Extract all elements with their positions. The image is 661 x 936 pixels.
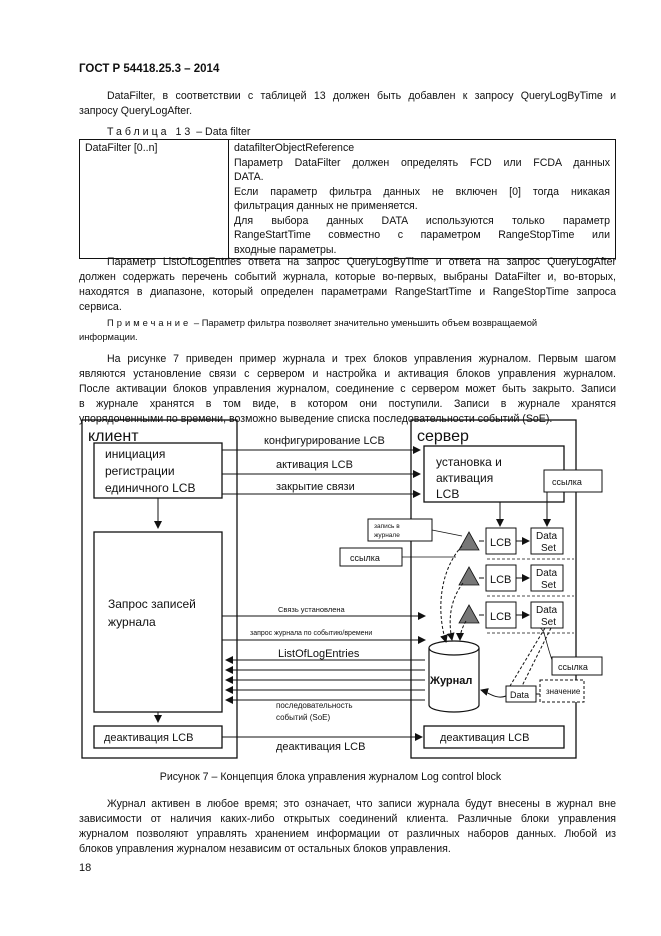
journal-cylinder-body [428, 648, 480, 713]
setup-box-line-3: LCB [436, 487, 459, 501]
dataset-1-line-1: Data [536, 531, 558, 542]
client-deactivate-label: деактивация LCB [104, 732, 193, 744]
reference-label-1: ссылка [552, 477, 582, 487]
activate-lcb-label: активация LCB [276, 459, 353, 471]
client-frame [81, 419, 238, 759]
soe-label-line-1: последовательность [276, 701, 353, 710]
para1-line-4: сервиса. [79, 301, 122, 313]
table-cell-name: DataFilter [0..n] [79, 139, 229, 259]
para3-line-2: зависимости от наличия каких-либо открыт… [79, 813, 616, 825]
journal-cylinder-top [428, 640, 480, 656]
document-header: ГОСТ Р 54418.25.3 – 2014 [79, 63, 220, 75]
para2-line-2: являются установление связи с сервером и… [79, 368, 616, 380]
para2-line-4: в журнале хранятся в том виде, в котором… [79, 398, 616, 410]
para2-line-1: На рисунке 7 приведен пример журнала и т… [107, 353, 616, 365]
query-box-line-2: журнала [108, 615, 156, 629]
table-row-5: фильтрация данных не применяется. [234, 200, 418, 212]
note-line-1: Примечание – Параметр фильтра позволяет … [107, 315, 616, 330]
connection-established-label: Связь установлена [278, 605, 346, 614]
reference-box-1 [543, 469, 603, 493]
lcb-label-3: LCB [490, 611, 511, 623]
configure-lcb-label: конфигурирование LCB [264, 435, 385, 447]
table-cell-description: datafilterObjectReference Параметр DataF… [228, 139, 616, 259]
query-box-line-1: Запрос записей [108, 597, 196, 611]
data-to-journal-arrow [480, 688, 507, 698]
dataset-box-2 [530, 564, 564, 592]
para1-line-2: должен содержать перечень событий журнал… [79, 271, 616, 283]
intro-line-2: запросу QueryLogAfter. [79, 105, 193, 117]
lcb-label-1: LCB [490, 537, 511, 549]
lcb-box-3 [485, 601, 517, 629]
table-caption: Таблица 13 – Data filter [107, 125, 250, 140]
table-caption-suffix: – Data filter [193, 126, 251, 138]
table-row-2: Параметр DataFilter должен определять FC… [234, 156, 610, 169]
trigger-triangle-1 [458, 531, 480, 551]
init-box-line-2: регистрации [105, 464, 175, 478]
dataset-to-data-line-a [509, 627, 546, 687]
trigger-triangle-3 [458, 604, 480, 624]
setup-box-line-2: активация [436, 471, 493, 485]
para1-line-3: находятся в диапазоне, который определен… [79, 286, 616, 298]
server-deactivate-label: деактивация LCB [440, 732, 529, 744]
reference-label-2: ссылка [350, 553, 380, 563]
server-title: сервер [417, 428, 469, 445]
dataset-2-line-2: Set [541, 580, 556, 591]
para1-line-1: Параметр ListOfLogEntries ответа на запр… [107, 256, 616, 268]
para2-line-3: После активации блоков управления журнал… [79, 383, 616, 395]
server-frame [410, 419, 577, 759]
table-row-1: datafilterObjectReference [234, 142, 355, 154]
reference-box-3 [551, 656, 603, 676]
dataset-box-3 [530, 601, 564, 629]
para3-line-4: блоков управления журналом независим от … [79, 843, 451, 855]
note-line-2: информации. [79, 331, 138, 342]
journal-label: Журнал [429, 675, 472, 687]
init-box-line-1: инициация [105, 447, 165, 461]
note-text: – Параметр фильтра позволяет значительно… [191, 317, 538, 328]
reference-label-3: ссылка [558, 662, 588, 672]
lcb-box-2 [485, 564, 517, 592]
record-pointer-line [431, 529, 463, 537]
value-label: значение [546, 687, 581, 696]
journal-feed-line-3 [456, 620, 467, 641]
value-box [539, 679, 585, 703]
para2-line-5: упорядоченными по времени, возможно выве… [79, 413, 553, 425]
close-connection-label: закрытие связи [276, 481, 355, 493]
log-record-line-1: запись в [374, 523, 400, 530]
dataset-2-line-1: Data [536, 568, 558, 579]
table-row-8: входные параметры. [234, 243, 337, 256]
deactivate-lcb-label: деактивация LCB [276, 741, 365, 753]
trigger-triangle-2 [458, 566, 480, 586]
dataset-3-line-2: Set [541, 617, 556, 628]
table-row-7: RangeStartTime совместно с параметром Ra… [234, 229, 610, 241]
data-entry-label: Data [510, 690, 529, 700]
journal-feed-line-2 [446, 582, 464, 641]
dataset-1-line-2: Set [541, 543, 556, 554]
server-deactivate-box [423, 725, 565, 749]
soe-label-line-2: событий (SoE) [276, 713, 330, 722]
log-entries-label: ListOfLogEntries [278, 648, 360, 660]
dataset-3-line-1: Data [536, 605, 558, 616]
para3-line-3: журналом позволяют управлять хранением и… [79, 828, 616, 840]
data-filter-table: DataFilter [0..n] datafilterObjectRefere… [79, 139, 616, 259]
reference-3-pointer [539, 627, 553, 661]
table-row-3: DATA. [234, 171, 264, 183]
intro-line-1: DataFilter, в соответствии с таблицей 13… [107, 90, 616, 102]
para3-line-1: Журнал активен в любое время; это означа… [107, 798, 616, 810]
log-request-label: запрос журнала по событию/времени [250, 629, 372, 637]
page-number: 18 [79, 862, 92, 874]
log-record-line-2: журнале [374, 532, 400, 539]
table-row-4: Если параметр фильтра данных не включен … [234, 185, 610, 198]
table-caption-prefix: Таблица 13 [107, 126, 194, 138]
figure-caption: Рисунок 7 – Концепция блока управления ж… [159, 771, 502, 783]
dataset-box-1 [530, 527, 564, 555]
init-box-line-3: единичного LCB [105, 481, 195, 495]
lcb-label-2: LCB [490, 574, 511, 586]
setup-box-line-1: установка и [436, 455, 502, 469]
table-row-6: Для выбора данных DATA используются толь… [234, 214, 610, 227]
journal-feed-line-1 [440, 545, 463, 643]
client-title: клиент [88, 428, 139, 445]
note-label: Примечание [107, 317, 192, 328]
dataset-to-data-line-b [521, 627, 552, 687]
